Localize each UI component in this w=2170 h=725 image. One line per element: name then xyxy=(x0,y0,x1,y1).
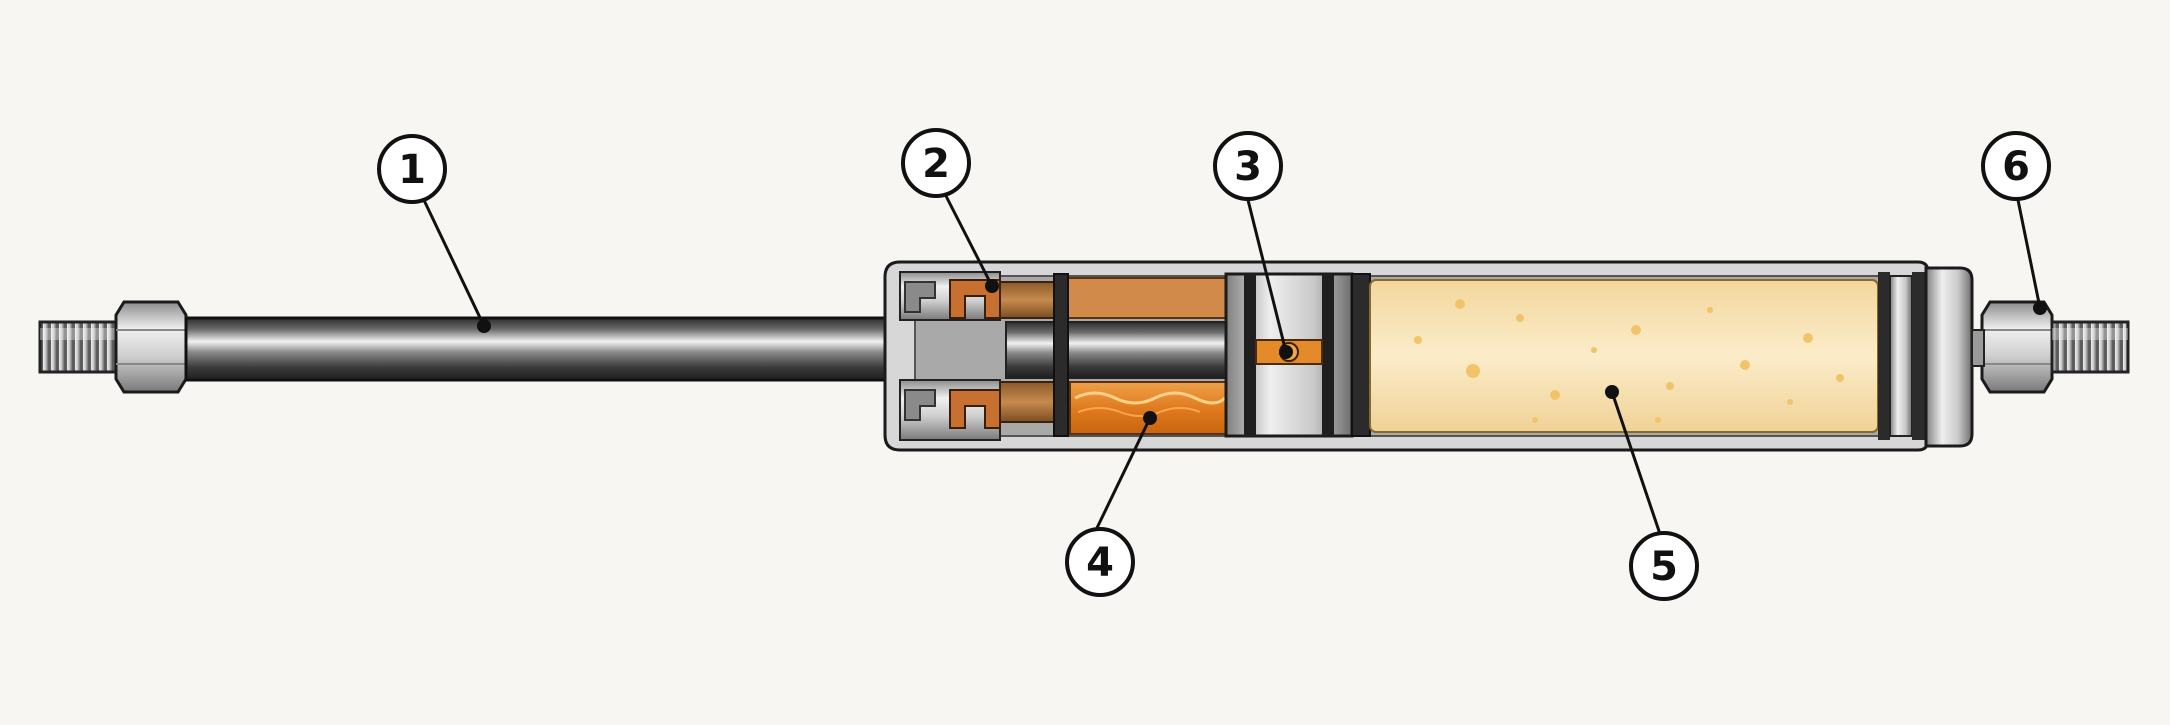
leader-line-2 xyxy=(944,195,994,287)
leader-dot-1 xyxy=(477,319,491,333)
leader-dot-3 xyxy=(1279,345,1293,359)
callout-2: 2 xyxy=(901,128,971,198)
callout-5: 5 xyxy=(1629,531,1699,601)
leader-dot-5 xyxy=(1605,385,1619,399)
bushing-lower xyxy=(999,381,1059,423)
leader-dot-6 xyxy=(2033,301,2047,315)
callout-label-3: 3 xyxy=(1234,144,1262,190)
callout-6: 6 xyxy=(1981,131,2051,201)
callout-3: 3 xyxy=(1213,131,1283,201)
callout-label-1: 1 xyxy=(398,147,426,193)
end-cap xyxy=(1878,266,1974,448)
piston-rod xyxy=(184,316,1008,382)
left-end-fitting xyxy=(114,300,188,394)
callout-1: 1 xyxy=(377,134,447,204)
left-threaded-stud xyxy=(38,320,118,374)
leader-line-5 xyxy=(1610,391,1662,535)
leader-dot-4 xyxy=(1143,411,1157,425)
bushing-upper xyxy=(999,281,1059,319)
piston-end-ring xyxy=(1351,273,1371,437)
callout-label-4: 4 xyxy=(1086,540,1114,586)
leader-line-6 xyxy=(2016,199,2042,309)
right-end-fitting xyxy=(1971,300,2054,394)
callout-4: 4 xyxy=(1065,527,1135,597)
leader-dots xyxy=(477,279,2047,425)
right-threaded-stud xyxy=(2050,320,2130,374)
spacer-ring xyxy=(1053,273,1069,437)
inner-rod xyxy=(1005,321,1227,379)
callout-label-5: 5 xyxy=(1650,544,1678,590)
leader-dot-2 xyxy=(985,279,999,293)
callout-label-2: 2 xyxy=(922,141,950,187)
leader-line-4 xyxy=(1094,417,1152,531)
leader-line-1 xyxy=(420,195,486,327)
leader-lines xyxy=(420,195,2042,535)
gas-chamber xyxy=(1369,279,1879,433)
callout-label-6: 6 xyxy=(2002,144,2030,190)
leader-line-3 xyxy=(1246,199,1288,353)
